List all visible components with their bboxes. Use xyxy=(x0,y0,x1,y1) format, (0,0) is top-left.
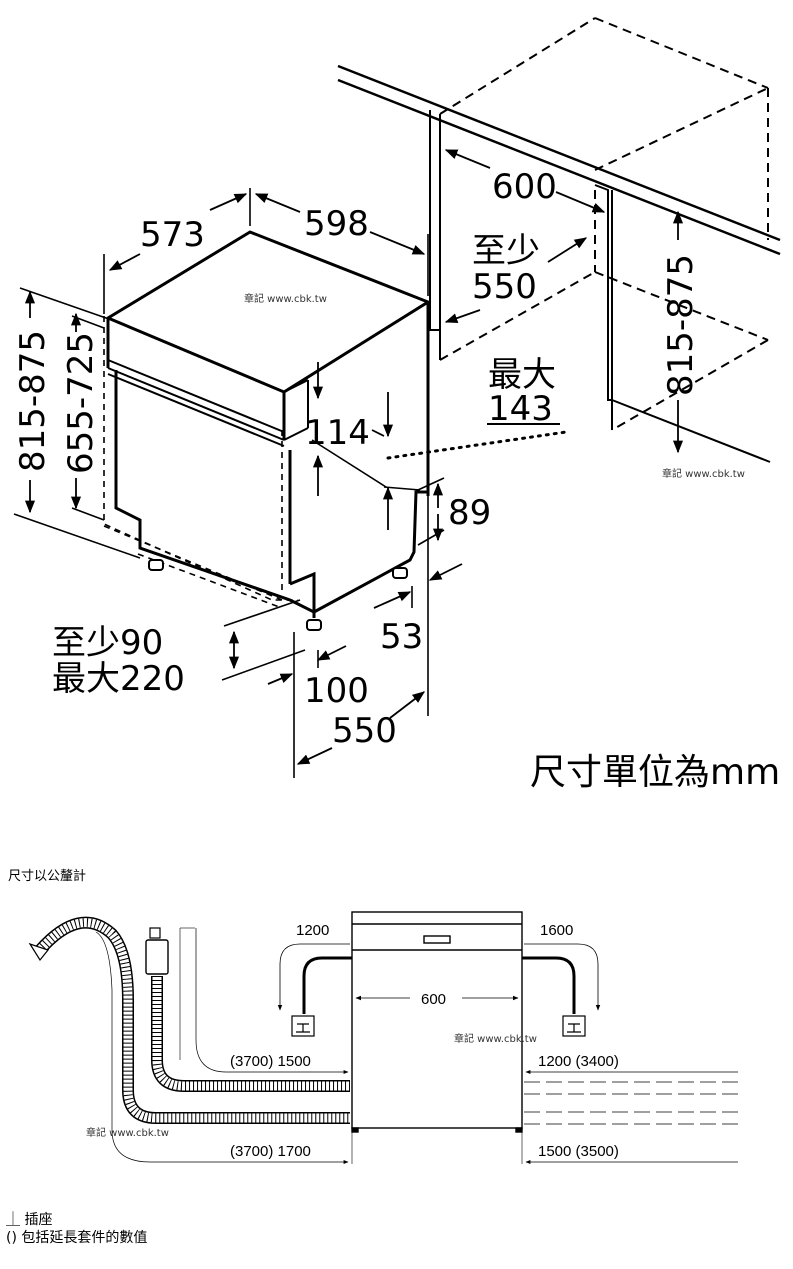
dim-655-725-label: 655-725 xyxy=(61,332,101,474)
legend-paren-note: () 包括延長套件的數值 xyxy=(6,1230,148,1246)
legend-socket: ⏊ 插座 xyxy=(6,1212,52,1229)
legend-socket-label: 插座 xyxy=(24,1212,53,1228)
dim-815-875-left-label: 815-875 xyxy=(13,330,53,472)
dim-114-label: 114 xyxy=(305,413,370,453)
dim-53-label: 53 xyxy=(380,617,423,657)
dim-573-label: 573 xyxy=(140,215,205,255)
dimension-arrows xyxy=(24,149,684,765)
dim-550-top-label: 550 xyxy=(472,267,537,307)
dishwasher-body xyxy=(104,230,432,618)
max-220-label: 最大220 xyxy=(52,659,185,699)
watermark-bottom-1: 章記 www.cbk.tw xyxy=(454,1032,537,1045)
cabinet-walls xyxy=(429,110,771,463)
dishwasher-feet xyxy=(148,559,408,631)
dim-600-label: 600 xyxy=(492,167,557,207)
max-143-leader xyxy=(386,430,568,460)
unit-note: 尺寸單位為mm xyxy=(530,752,780,793)
control-panel xyxy=(107,359,309,447)
bottom-heading: 尺寸以公釐計 xyxy=(8,868,86,884)
countertop xyxy=(337,64,781,256)
watermark-bottom-2: 章記 www.cbk.tw xyxy=(86,1126,169,1139)
dishwasher-front xyxy=(351,911,523,1133)
power-cords xyxy=(302,956,576,1014)
watermark-top-2: 章記 www.cbk.tw xyxy=(662,467,745,480)
socket-icon: ⏊ xyxy=(6,1212,20,1228)
dim-550-bottom-label: 550 xyxy=(332,711,397,751)
dim-1600-label: 1600 xyxy=(540,922,573,939)
dim-89-label: 89 xyxy=(448,493,491,533)
hose-left-upper-label: (3700) 1500 xyxy=(230,1053,311,1070)
watermark-top-1: 章記 www.cbk.tw xyxy=(244,292,327,305)
dim-598-label: 598 xyxy=(304,204,369,244)
extension-dashes xyxy=(524,1081,740,1125)
dim-600-width-label: 600 xyxy=(421,991,446,1008)
dim-100-label: 100 xyxy=(304,671,369,711)
hose-diagram xyxy=(28,911,740,1164)
dim-1200-label: 1200 xyxy=(296,922,329,939)
extension-lines xyxy=(13,188,613,778)
hose-diagram-labels: 1200 1600 600 (3700) 1500 (3700) 1700 12… xyxy=(86,922,619,1160)
dim-143-label: 143 xyxy=(488,389,553,429)
cabinet-niche xyxy=(439,17,769,431)
hose-left-lower-label: (3700) 1700 xyxy=(230,1143,311,1160)
min-90-label: 至少90 xyxy=(52,623,163,663)
hose-right-upper-label: 1200 (3400) xyxy=(538,1053,619,1070)
length-leaders xyxy=(95,928,738,1164)
reach-arcs xyxy=(277,943,601,1011)
drain-hose xyxy=(28,916,350,1124)
top-dimension-diagram xyxy=(13,17,781,778)
socket-symbols xyxy=(291,1015,586,1037)
door-outline xyxy=(103,316,298,609)
min-label: 至少 xyxy=(472,231,540,271)
inlet-hose xyxy=(145,927,350,1092)
top-dimension-labels: 573 598 600 至少 550 最大 143 114 89 815-875… xyxy=(13,167,780,793)
max-label: 最大 xyxy=(488,355,556,395)
dim-815-875-right-label: 815-875 xyxy=(661,254,701,396)
hose-right-lower-label: 1500 (3500) xyxy=(538,1143,619,1160)
